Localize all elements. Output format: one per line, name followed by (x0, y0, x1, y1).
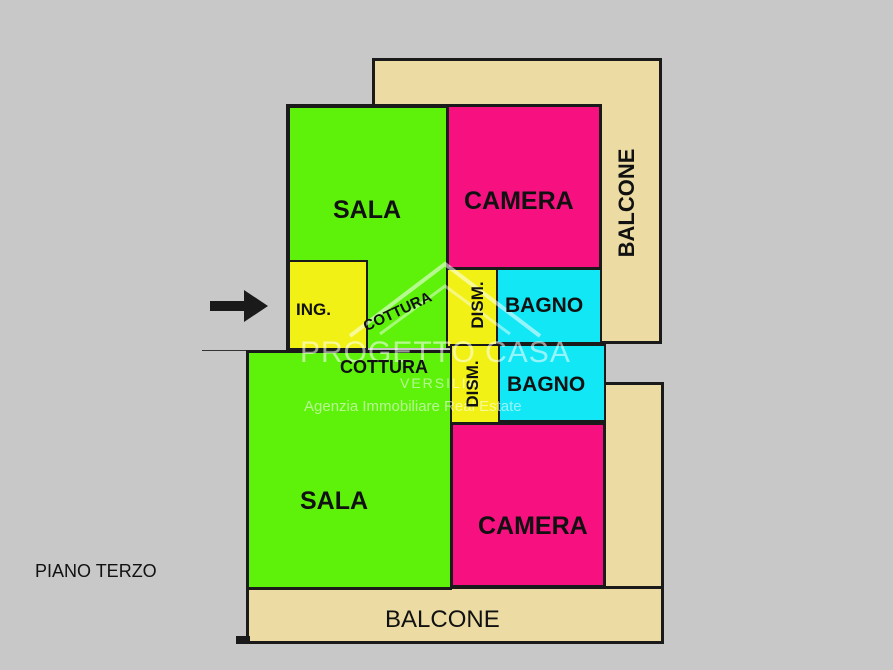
watermark-brand: PROGETTO CASA (300, 336, 571, 369)
upper-balcone-label: BALCONE (614, 148, 639, 258)
lower-bagno-room (498, 344, 606, 422)
upper-sala-extension (366, 260, 448, 348)
upper-sala-label: SALA (333, 196, 402, 224)
floor-level-label: PIANO TERZO (35, 561, 157, 581)
lower-bagno-label: BAGNO (507, 373, 586, 396)
lower-camera-room (450, 422, 606, 588)
lower-disimpegno-label: DISM. (463, 360, 482, 408)
upper-camera-label: CAMERA (464, 187, 574, 215)
upper-sala-room (286, 104, 448, 264)
upper-disimpegno-label: DISM. (468, 281, 487, 329)
lower-cottura-label: COTTURA (340, 357, 428, 377)
lower-camera-label: CAMERA (478, 512, 588, 540)
arrow-right-icon (210, 290, 268, 322)
upper-ingresso-label: ING. (296, 300, 331, 319)
watermark-sub: VERSILIA (400, 375, 480, 391)
lower-sala-label: SALA (300, 487, 369, 515)
upper-camera-room (446, 104, 602, 270)
watermark-tagline: Agenzia Immobiliare Real Estate (304, 398, 522, 415)
lower-sala-room (246, 350, 452, 590)
wall-stub (236, 636, 250, 644)
watermark-house-icon (348, 261, 542, 338)
lower-balcone-label: BALCONE (385, 606, 500, 633)
upper-bagno-room (496, 268, 602, 344)
upper-bagno-label: BAGNO (505, 294, 584, 317)
